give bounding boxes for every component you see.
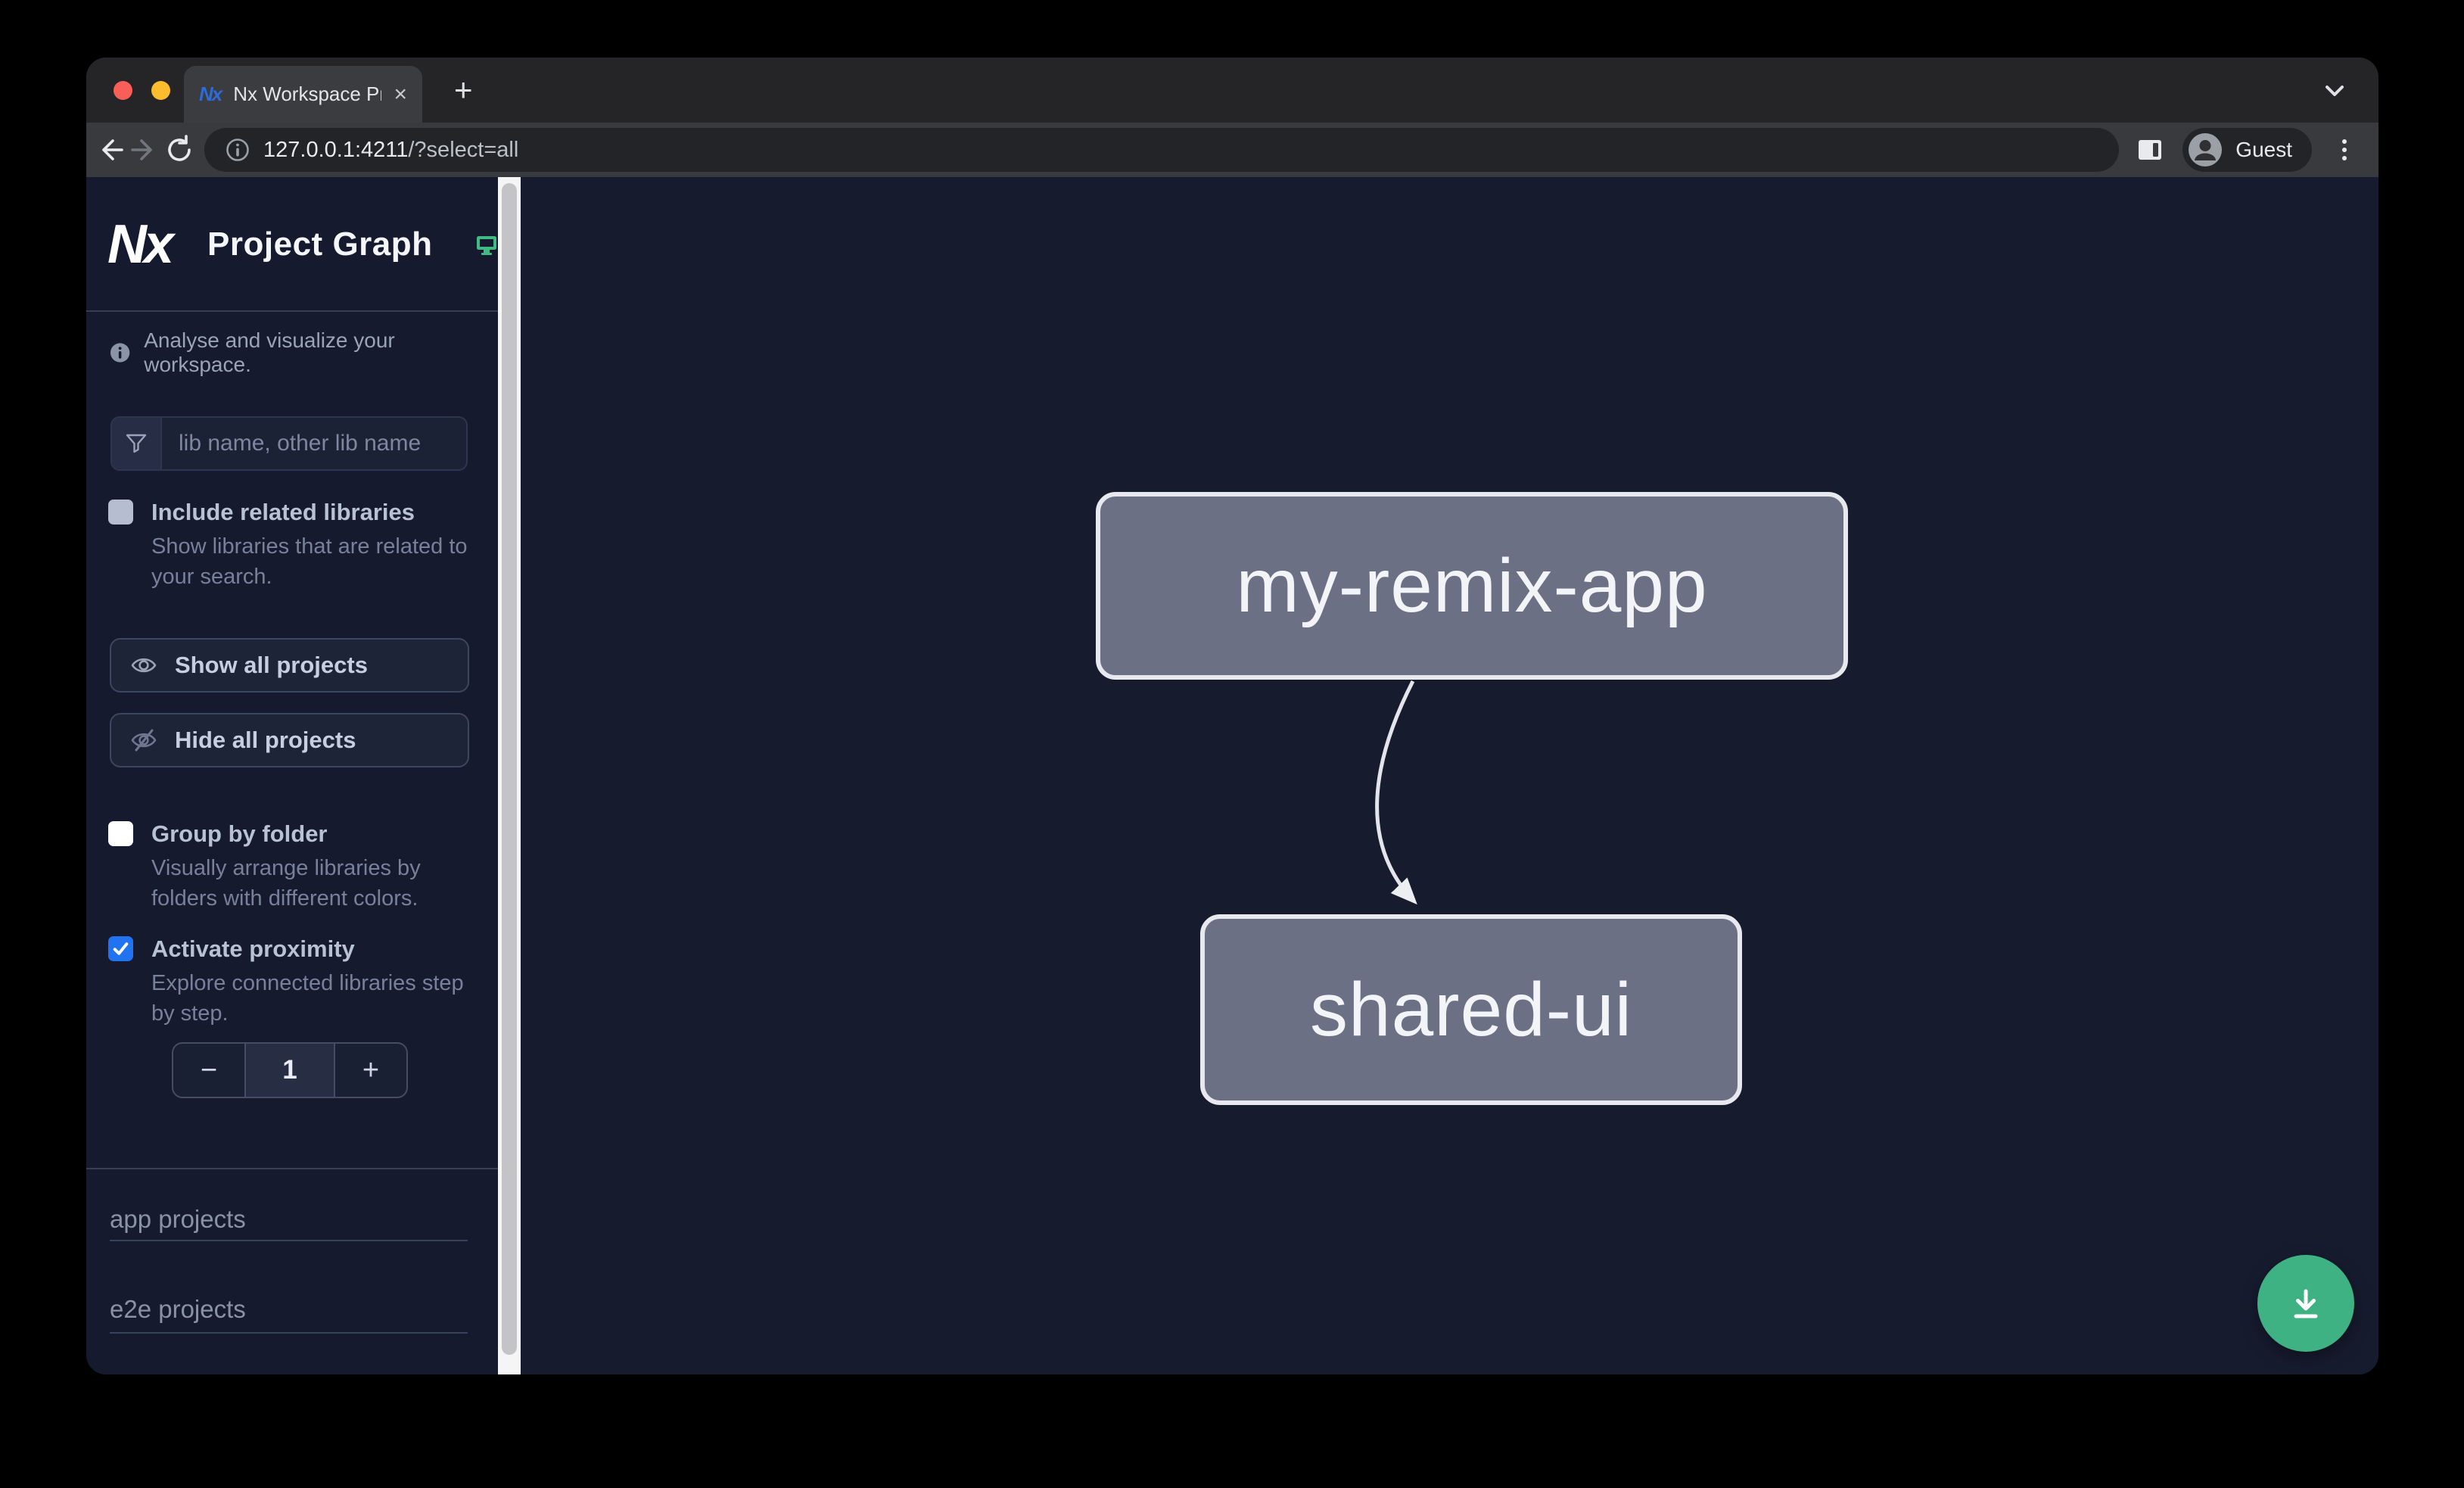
group-by-folder-label: Group by folder xyxy=(151,820,328,847)
url-host: 127.0.0.1:4211 xyxy=(263,137,409,162)
tab-strip: Nx Nx Workspace Project Graph × + xyxy=(86,58,2378,123)
show-all-projects-label: Show all projects xyxy=(175,652,368,678)
back-button[interactable] xyxy=(92,132,127,167)
nx-logo: Nx xyxy=(107,214,174,275)
app-projects-rule xyxy=(110,1240,468,1241)
url-query: /?select=all xyxy=(408,137,519,162)
new-tab-button[interactable]: + xyxy=(454,72,473,107)
monitor-icon xyxy=(475,234,498,260)
activate-proximity-row: Activate proximity Explore connected lib… xyxy=(108,935,488,1029)
page-info-icon[interactable] xyxy=(226,138,250,162)
page-title: Project Graph xyxy=(207,226,433,263)
window-minimize-button[interactable] xyxy=(151,80,170,100)
filter-input[interactable] xyxy=(162,418,466,469)
tab-title: Nx Workspace Project Graph xyxy=(233,82,381,105)
activate-proximity-description: Explore connected libraries step by step… xyxy=(151,971,464,1026)
info-icon xyxy=(110,343,130,363)
activate-proximity-label: Activate proximity xyxy=(151,935,355,962)
graph-node-shared-ui[interactable]: shared-ui xyxy=(1200,914,1742,1105)
forward-button[interactable] xyxy=(127,132,162,167)
reload-button[interactable] xyxy=(162,132,197,167)
eye-off-icon xyxy=(131,729,157,752)
section-app-projects: app projects xyxy=(110,1205,246,1233)
profile-button[interactable]: Guest xyxy=(2182,128,2312,172)
include-related-row: Include related libraries Show libraries… xyxy=(108,498,488,592)
tab-search-chevron-icon[interactable] xyxy=(2321,58,2348,123)
profile-label: Guest xyxy=(2235,138,2292,161)
address-bar[interactable]: 127.0.0.1:4211/?select=all xyxy=(204,128,2120,172)
avatar-icon xyxy=(2189,133,2223,167)
include-related-checkbox[interactable] xyxy=(108,500,133,525)
decrement-button[interactable]: − xyxy=(200,1054,218,1086)
browser-tab[interactable]: Nx Nx Workspace Project Graph × xyxy=(184,66,422,123)
browser-window: Nx Nx Workspace Project Graph × + 127.0.… xyxy=(86,58,2378,1374)
sidebar: Nx Project Graph Analyse and visualize y… xyxy=(86,177,498,1374)
window-close-button[interactable] xyxy=(114,80,132,100)
group-by-folder-description: Visually arrange libraries by folders wi… xyxy=(151,856,421,911)
checkmark-icon xyxy=(113,942,129,955)
increment-button[interactable]: + xyxy=(362,1054,380,1086)
filter-funnel-icon xyxy=(112,418,162,469)
include-related-description: Show libraries that are related to your … xyxy=(151,534,468,589)
browser-toolbar: 127.0.0.1:4211/?select=all Guest xyxy=(86,123,2378,177)
scrollbar-thumb[interactable] xyxy=(502,183,517,1355)
browser-menu-icon[interactable] xyxy=(2327,132,2362,167)
url-text: 127.0.0.1:4211/?select=all xyxy=(263,138,518,163)
tagline-text: Analyse and visualize your workspace. xyxy=(144,328,395,376)
header-divider xyxy=(86,310,498,312)
section-e2e-projects: e2e projects xyxy=(110,1295,246,1323)
side-panel-icon[interactable] xyxy=(2133,132,2167,167)
group-by-folder-row: Group by folder Visually arrange librari… xyxy=(108,820,488,914)
download-graph-button[interactable] xyxy=(2257,1255,2354,1352)
hide-all-projects-label: Hide all projects xyxy=(175,727,356,753)
eye-icon xyxy=(131,658,157,673)
download-icon xyxy=(2294,1289,2318,1318)
group-by-folder-checkbox[interactable] xyxy=(108,821,133,846)
include-related-label: Include related libraries xyxy=(151,499,415,525)
tab-close-icon[interactable]: × xyxy=(394,81,407,107)
sidebar-scrollbar[interactable] xyxy=(498,177,521,1374)
projects-panel-divider xyxy=(86,1168,498,1169)
filter-box xyxy=(110,416,468,471)
tagline-row: Analyse and visualize your workspace. xyxy=(110,328,498,377)
activate-proximity-checkbox[interactable] xyxy=(108,936,133,961)
sidebar-header: Nx Project Graph xyxy=(107,213,498,275)
proximity-depth-stepper: − 1 + xyxy=(172,1042,408,1098)
graph-node-my-remix-app[interactable]: my-remix-app xyxy=(1096,492,1848,680)
dependency-edge xyxy=(1375,680,1417,905)
e2e-projects-rule xyxy=(110,1332,468,1334)
stepper-value: 1 xyxy=(244,1044,335,1097)
page-content: Nx Project Graph Analyse and visualize y… xyxy=(86,177,2378,1374)
nx-favicon-icon: Nx xyxy=(199,82,222,105)
hide-all-projects-button[interactable]: Hide all projects xyxy=(110,713,469,767)
show-all-projects-button[interactable]: Show all projects xyxy=(110,638,469,693)
graph-canvas[interactable]: my-remix-app shared-ui xyxy=(521,177,2378,1374)
